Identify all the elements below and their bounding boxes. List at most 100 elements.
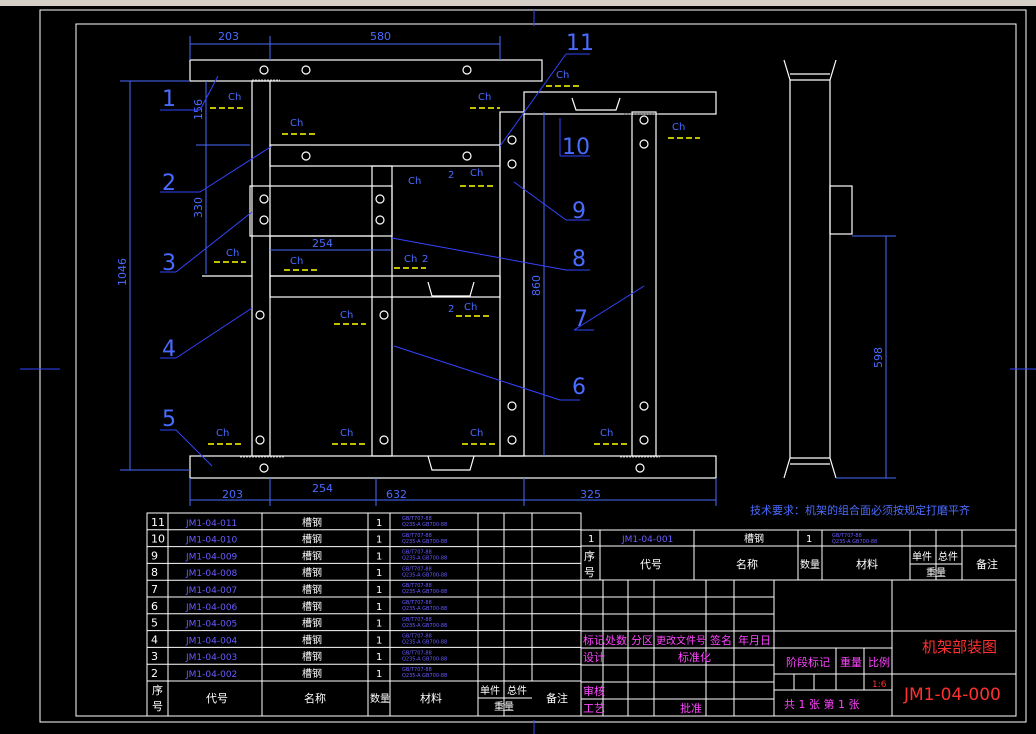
dim-330: 330 [192,197,205,218]
table-cell-qty: 1 [376,602,382,613]
table-cell-code: JM1-04-009 [185,552,238,562]
table-cell-material2: Q235-A GB700-88 [402,606,447,612]
toolbar-strip [0,0,1036,6]
right-row-name: 槽钢 [744,532,764,545]
tb-scale: 比例 [868,655,890,669]
right-parts-row: 1 JM1-04-001 槽钢 1 GB/T707-88 Q235-A GB70… [588,532,877,545]
table-cell-material: GB/T707-88 [402,583,432,589]
table-cell-material2: Q235-A GB700-88 [402,539,447,545]
table-cell-qty: 1 [376,535,382,546]
balloon-7: 7 [574,307,588,332]
table-cell-code: JM1-04-010 [185,536,238,546]
table-cell-name: 槽钢 [302,516,322,529]
balloon-3: 3 [162,251,176,276]
table-cell-name: 槽钢 [302,600,322,613]
header-remark: 备注 [546,691,568,705]
table-cell-name: 槽钢 [302,650,322,663]
table-cell-qty: 1 [376,619,382,630]
right-top-beam [523,91,717,115]
weld-ch-9: Ch [290,256,303,267]
table-cell-material: GB/T707-88 [402,533,432,539]
balloon-1: 1 [162,87,176,112]
header-total: 总件 [507,684,527,697]
weld-ch-16: Ch [600,428,613,439]
table-cell-name: 槽钢 [302,549,322,562]
table-cell-no: 3 [151,650,158,663]
weld-ch-6: Ch [408,176,421,187]
right-row-no: 1 [588,534,594,545]
table-cell-material: GB/T707-88 [402,650,432,656]
header-material: 材料 [420,691,442,705]
table-cell-code: JM1-04-005 [185,620,237,630]
table-cell-code: JM1-04-003 [185,653,237,663]
table-cell-material: GB/T707-88 [402,550,432,556]
table-cell-material2: Q235-A GB700-88 [402,673,447,679]
center-marks [20,10,1036,734]
bottom-beam [189,455,717,479]
technical-note: 技术要求：机架的组合面必须按规定打磨平齐 [750,503,970,517]
table-cell-material2: Q235-A GB700-88 [402,623,447,629]
parts-table-header: 序 号 代号 名称 数量 材料 单件 总件 重量 备注 [152,683,568,713]
weld-ch-4: Ch [556,70,569,81]
balloon-8: 8 [572,247,586,272]
tb-count: 处数 [605,634,627,647]
dim-632: 632 [386,488,407,501]
header-weight: 重量 [494,700,514,713]
table-cell-code: JM1-04-011 [185,519,237,529]
table-cell-no: 8 [151,566,158,579]
dim-860: 860 [530,275,543,296]
table-cell-name: 槽钢 [302,617,322,630]
outer-border [39,9,1027,723]
right-column [631,111,657,457]
table-cell-name: 槽钢 [302,667,322,680]
table-cell-material: GB/T707-88 [402,634,432,640]
top-beam [189,59,543,82]
table-cell-no: 6 [151,600,158,613]
right-header-qty: 数量 [800,558,820,571]
right-row-material: GB/T707-88 [832,533,862,539]
table-cell-material: GB/T707-88 [402,600,432,606]
dimension-lines [120,36,896,506]
table-cell-code: JM1-04-004 [185,636,238,646]
drawing-name: 机架部装图 [922,638,997,656]
title-block-grid [580,529,1017,717]
weld-two-1: 2 [448,170,454,181]
balloons: 1 2 3 4 5 6 7 8 9 10 11 [162,31,594,432]
table-cell-material2: Q235-A GB700-88 [402,656,447,662]
tb-mark: 标记 [583,633,605,647]
dim-203-bottom: 203 [222,488,243,501]
table-cell-material2: Q235-A GB700-88 [402,640,447,646]
title-block-labels: 标记 处数 分区 更改文件号 签名 年月日 设计 标准化 审核 工艺 批准 阶段… [583,633,890,715]
tb-review: 审核 [583,684,605,698]
table-cell-qty: 1 [376,568,382,579]
weld-ch-11: Ch [340,310,353,321]
right-table-header: 序 号 代号 名称 数量 材料 单件 总件 重量 备注 [584,549,998,579]
dim-580: 580 [370,30,391,43]
tb-weight: 重量 [840,655,862,669]
table-cell-code: JM1-04-006 [185,603,238,613]
dim-203-top: 203 [218,30,239,43]
table-cell-no: 2 [151,667,158,680]
table-cell-material2: Q235-A GB700-88 [402,572,447,578]
table-cell-qty: 1 [376,635,382,646]
tb-standard: 标准化 [678,650,711,664]
tb-change-doc: 更改文件号 [656,634,706,647]
right-header-remark: 备注 [976,557,998,571]
cross-beam-lower [269,275,501,298]
balloon-6: 6 [572,375,586,400]
table-cell-qty: 1 [376,652,382,663]
weld-ch-1: Ch [228,92,241,103]
weld-hatches [240,79,660,458]
tb-scale-value: 1:6 [872,680,887,690]
header-no-a: 序 [152,683,163,697]
dim-1046: 1046 [116,258,129,286]
weld-ch-12: Ch [464,302,477,313]
table-cell-name: 槽钢 [302,583,322,596]
dim-598: 598 [872,347,885,368]
weld-symbols: Ch Ch Ch Ch Ch Ch Ch Ch Ch Ch Ch Ch Ch C… [208,70,700,445]
table-cell-material: GB/T707-88 [402,516,432,522]
header-single: 单件 [480,685,500,697]
table-cell-no: 7 [151,583,158,596]
leader-lines [160,53,645,467]
